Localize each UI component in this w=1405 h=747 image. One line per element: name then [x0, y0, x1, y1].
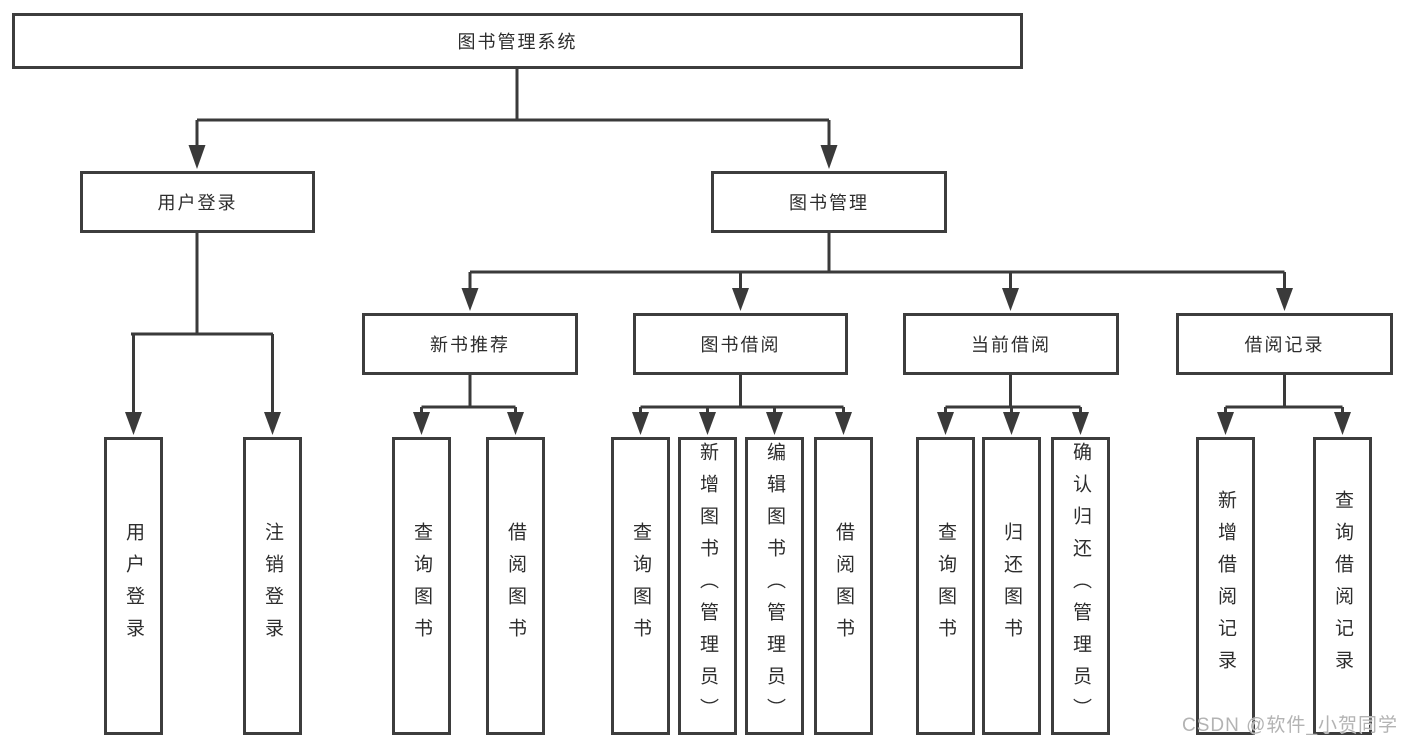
- node-label: 用户登录: [157, 193, 238, 213]
- leaf-logout: 注销登录: [243, 437, 302, 735]
- node-user-login: 用户登录: [80, 171, 315, 233]
- leaf-recommend-query-books: 查询图书: [392, 437, 451, 735]
- leaf-borrowing-edit-books-admin: 编辑图书（管理员）: [745, 437, 804, 735]
- node-label: 借阅记录: [1244, 335, 1325, 355]
- node-label: 查询图书: [935, 522, 956, 650]
- node-label: 归还图书: [1001, 522, 1022, 650]
- node-label: 图书借阅: [700, 335, 781, 355]
- node-label: 图书管理系统: [457, 32, 578, 52]
- leaf-current-confirm-return-admin: 确认归还（管理员）: [1051, 437, 1110, 735]
- leaf-borrowing-borrow-books: 借阅图书: [814, 437, 873, 735]
- node-label: 用户登录: [123, 522, 144, 650]
- csdn-watermark: CSDN @软件_小贺同学: [1182, 715, 1398, 736]
- node-label: 当前借阅: [971, 335, 1051, 355]
- node-label: 确认归还（管理员）: [1070, 442, 1091, 730]
- node-label: 图书管理: [789, 193, 869, 213]
- node-label: 查询借阅记录: [1332, 490, 1353, 682]
- leaf-records-add-record: 新增借阅记录: [1196, 437, 1255, 735]
- node-borrowing-records: 借阅记录: [1176, 313, 1393, 375]
- leaf-current-return-books: 归还图书: [982, 437, 1041, 735]
- node-label: 借阅图书: [505, 522, 526, 650]
- node-label: 编辑图书（管理员）: [764, 442, 785, 730]
- node-label: 新增图书（管理员）: [697, 442, 718, 730]
- node-label: 借阅图书: [833, 522, 854, 650]
- node-root-library-system: 图书管理系统: [12, 13, 1023, 69]
- node-book-borrowing: 图书借阅: [633, 313, 848, 375]
- node-label: 新增借阅记录: [1215, 490, 1236, 682]
- leaf-user-login: 用户登录: [104, 437, 163, 735]
- node-book-management: 图书管理: [711, 171, 947, 233]
- leaf-borrowing-query-books: 查询图书: [611, 437, 670, 735]
- leaf-records-query-record: 查询借阅记录: [1313, 437, 1372, 735]
- node-label: 新书推荐: [430, 335, 510, 355]
- node-new-book-recommend: 新书推荐: [362, 313, 578, 375]
- node-label: 查询图书: [630, 522, 651, 650]
- node-current-borrowing: 当前借阅: [903, 313, 1119, 375]
- leaf-recommend-borrow-books: 借阅图书: [486, 437, 545, 735]
- leaf-current-query-books: 查询图书: [916, 437, 975, 735]
- node-label: 注销登录: [262, 522, 283, 650]
- leaf-borrowing-add-books-admin: 新增图书（管理员）: [678, 437, 737, 735]
- node-label: 查询图书: [411, 522, 432, 650]
